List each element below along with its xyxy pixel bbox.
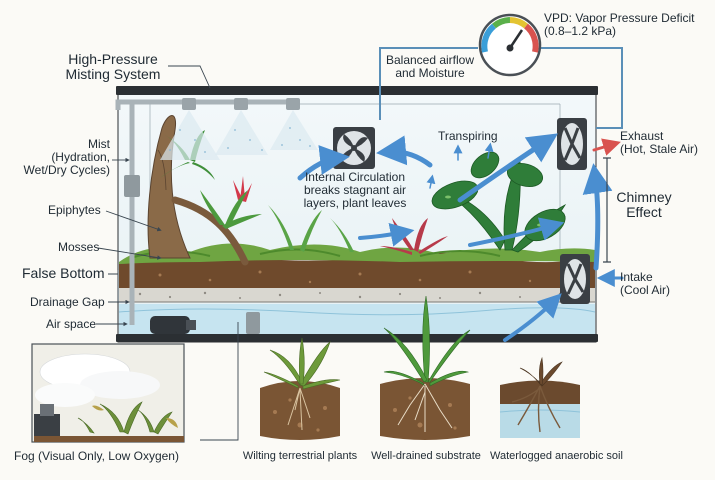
intake-title: Intake bbox=[620, 270, 653, 284]
high-pressure-line2: Misting System bbox=[65, 66, 161, 82]
mist-sub2: Wet/Dry Cycles) bbox=[23, 163, 110, 177]
exhaust-subtitle: (Hot, Stale Air) bbox=[620, 142, 699, 156]
rotting-plant-illustration bbox=[499, 356, 581, 438]
well-drained-caption: Well-drained substrate bbox=[371, 450, 481, 462]
balanced-airflow-label: Balanced airflow and Moisture bbox=[380, 54, 480, 80]
wilting-plant-illustration bbox=[260, 337, 341, 440]
healthy-plant-illustration bbox=[380, 295, 471, 440]
high-pressure-label: High-Pressure Misting System bbox=[58, 52, 168, 82]
epiphytes-label: Epiphytes bbox=[48, 203, 101, 217]
airflow-arrows bbox=[297, 133, 624, 342]
mist-title: Mist bbox=[88, 137, 110, 151]
misting-system bbox=[115, 98, 318, 334]
intake-fan-icon bbox=[560, 254, 590, 304]
waterlogged-caption: Waterlogged anaerobic soil bbox=[490, 450, 623, 462]
leader-lines bbox=[96, 65, 239, 441]
transpiring-label: Transpiring bbox=[438, 129, 498, 143]
substrate-soil bbox=[119, 252, 595, 288]
fog-label: Fog (Visual Only, Low Oxygen) bbox=[14, 450, 179, 463]
chimney-effect-label: Chimney Effect bbox=[612, 190, 676, 220]
chimney-line2: Effect bbox=[626, 204, 662, 220]
balanced-line1: Balanced airflow bbox=[385, 53, 475, 67]
intake-subtitle: (Cool Air) bbox=[620, 283, 671, 297]
vpd-range: (0.8–1.2 kPa) bbox=[544, 24, 617, 38]
fan-icon bbox=[333, 127, 375, 169]
internal-line2: breaks stagnant air bbox=[303, 183, 407, 197]
wilting-caption: Wilting terrestrial plants bbox=[242, 450, 358, 462]
mist-sub1: (Hydration, bbox=[51, 150, 110, 164]
water-reservoir bbox=[118, 304, 596, 334]
exhaust-fan-icon bbox=[557, 118, 587, 170]
false-bottom-label: False Bottom bbox=[22, 265, 105, 281]
balanced-line2: and Moisture bbox=[395, 66, 465, 80]
exhaust-label: Exhaust (Hot, Stale Air) bbox=[620, 130, 698, 156]
vpd-title: VPD: Vapor Pressure Deficit bbox=[544, 11, 695, 25]
mosses-label: Mosses bbox=[58, 240, 100, 254]
mist-label: Mist (Hydration, Wet/Dry Cycles) bbox=[20, 138, 110, 177]
chimney-bracket bbox=[603, 157, 611, 263]
gauge-icon bbox=[478, 13, 542, 77]
internal-line1: Internal Circulation bbox=[304, 170, 406, 184]
intake-label: Intake (Cool Air) bbox=[620, 271, 670, 297]
drainage-gap-label: Drainage Gap bbox=[30, 295, 105, 309]
internal-circulation-label: Internal Circulation breaks stagnant air… bbox=[296, 171, 414, 210]
chimney-line1: Chimney bbox=[616, 189, 672, 205]
fog-subtitle: (Visual Only, Low Oxygen) bbox=[38, 449, 179, 463]
false-bottom-layer bbox=[119, 288, 595, 303]
driftwood-branch bbox=[147, 115, 249, 266]
fog-title: Fog bbox=[14, 449, 35, 463]
internal-line3: layers, plant leaves bbox=[303, 196, 407, 210]
fog-inset bbox=[31, 343, 185, 443]
high-pressure-line1: High-Pressure bbox=[68, 51, 158, 67]
vpd-label: VPD: Vapor Pressure Deficit (0.8–1.2 kPa… bbox=[544, 12, 695, 38]
exhaust-title: Exhaust bbox=[620, 129, 664, 143]
air-space-label: Air space bbox=[46, 317, 97, 331]
vpd-connector bbox=[379, 47, 623, 129]
